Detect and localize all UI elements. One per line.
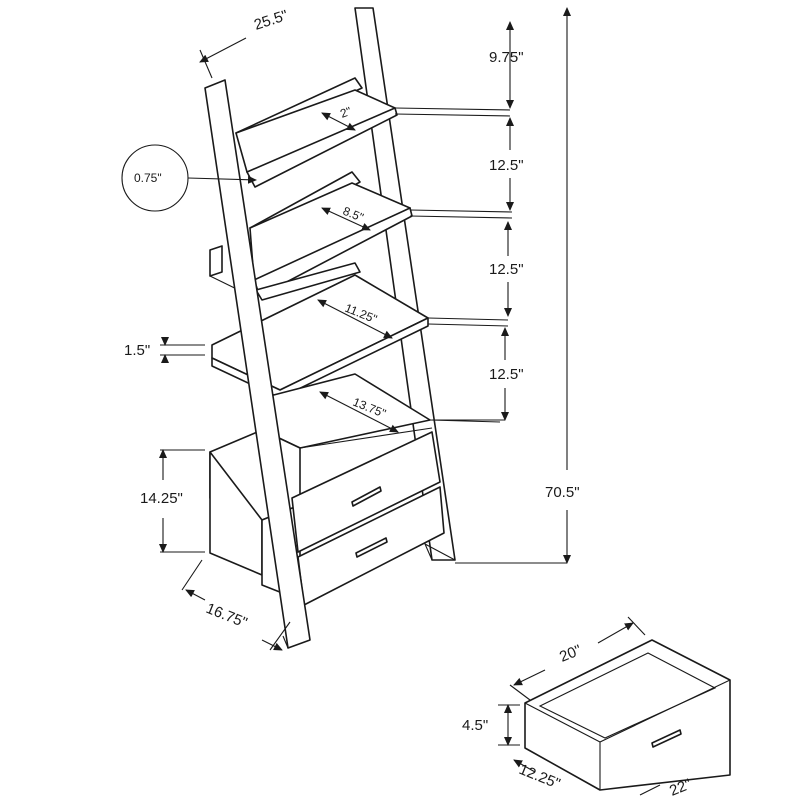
base-depth-label: 16.75": [204, 600, 250, 632]
overall-height-label: 70.5": [545, 484, 580, 501]
shelf-gap-1-label: 12.5": [489, 157, 524, 174]
shelf-gap-3-label: 12.5": [489, 366, 524, 383]
overall-width-label: 25.5": [252, 7, 290, 34]
upper-drawer: [291, 431, 441, 553]
board-thickness-label: 0.75": [134, 171, 162, 185]
shelf-gap-2-label: 12.5": [489, 261, 524, 278]
detail-drawer-handle: [651, 729, 682, 748]
dimension-lines: [121, 6, 571, 651]
lower-drawer-handle: [355, 537, 388, 558]
upper-drawer-handle: [351, 486, 382, 507]
drawer-cabinet: [209, 427, 445, 606]
cabinet-height-label: 14.25": [140, 490, 183, 507]
drawer-width-label: 20": [557, 642, 584, 666]
ladder-bookcase: [204, 7, 513, 649]
shelf-depth-1-label: 2": [338, 104, 353, 121]
drawer-height-label: 4.5": [462, 717, 488, 734]
front-left-rail: [204, 79, 311, 649]
lip-height-label: 1.5": [124, 342, 150, 359]
drawer-detail: [498, 616, 731, 796]
shelf-1: [235, 77, 511, 188]
shelf-gap-top-label: 9.75": [489, 49, 524, 66]
